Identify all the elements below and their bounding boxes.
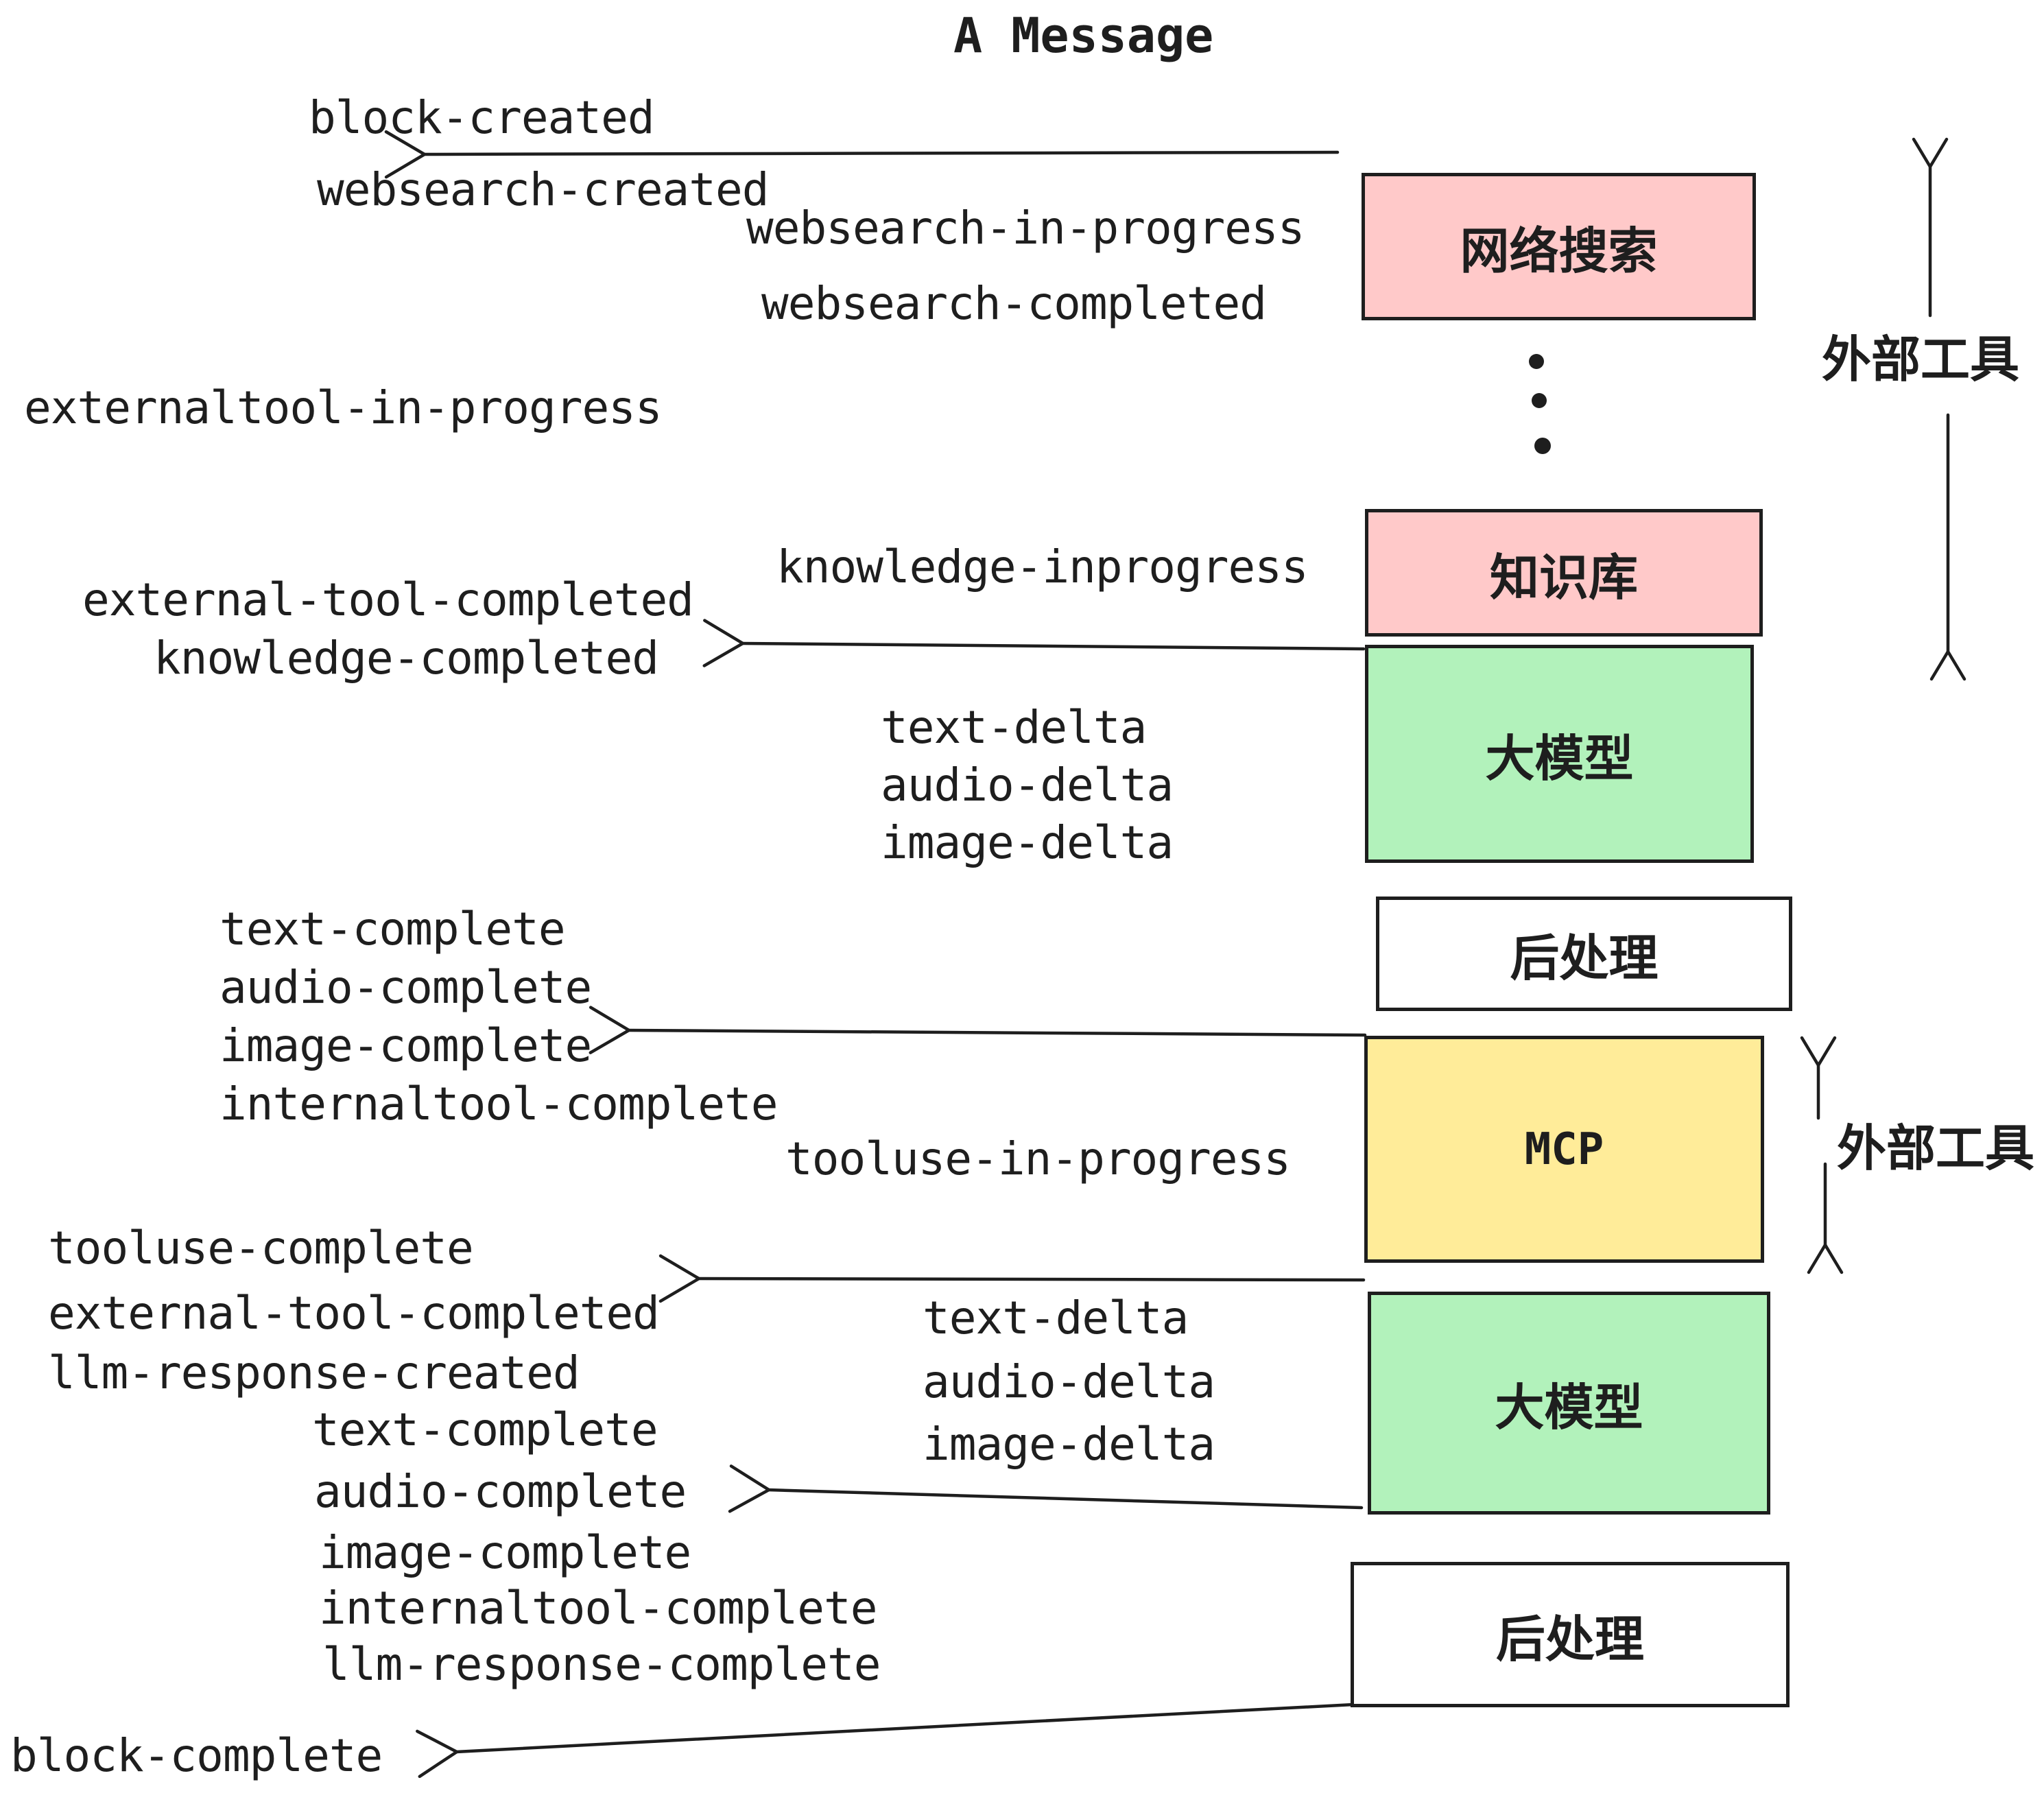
event-audio-complete-1: audio-complete: [219, 961, 592, 1014]
knowledge-base-box-label: 知识库: [1489, 548, 1638, 606]
event-image-delta-1: image-delta: [881, 816, 1174, 869]
llm-box-2-label: 大模型: [1495, 1379, 1643, 1436]
websearch-box: 网络搜索: [1362, 173, 1756, 320]
llm-box-1: 大模型: [1365, 645, 1754, 863]
postprocess-box-2-label: 后处理: [1495, 1610, 1644, 1668]
mcp-box-label: MCP: [1524, 1124, 1604, 1175]
event-websearch-in-progress: websearch-in-progress: [746, 202, 1305, 254]
mcp-box: MCP: [1364, 1036, 1764, 1263]
event-text-complete-1: text-complete: [219, 903, 566, 956]
event-external-tool-completed-2: external-tool-completed: [48, 1287, 660, 1340]
arrow-mcp-to-image-complete: [589, 1006, 1367, 1054]
arrow-llm2-to-audio-complete: [728, 1464, 1364, 1513]
event-tooluse-complete: tooluse-complete: [48, 1222, 474, 1274]
vertical-ellipsis-dots: [1529, 354, 1551, 454]
event-internaltool-complete-1: internaltool-complete: [219, 1078, 778, 1130]
external-tools-label-2: 外部工具: [1837, 1119, 2035, 1177]
arrow-websearch-to-block-created: [384, 130, 1340, 179]
event-audio-delta-2: audio-delta: [923, 1355, 1215, 1408]
event-audio-delta-1: audio-delta: [881, 759, 1174, 811]
event-llm-response-created: llm-response-created: [48, 1346, 580, 1399]
arrow-llm-to-knowledge-completed: [702, 619, 1366, 667]
diagram-title: A Message: [953, 8, 1214, 64]
websearch-box-label: 网络搜索: [1460, 222, 1658, 280]
event-audio-complete-2: audio-complete: [314, 1465, 687, 1518]
postprocess-box-1: 后处理: [1376, 897, 1792, 1011]
arrow-post2-to-block-complete: [416, 1702, 1368, 1779]
postprocess-box-1-label: 后处理: [1510, 929, 1659, 987]
event-llm-response-complete: llm-response-complete: [322, 1638, 881, 1691]
event-externaltool-in-progress: externaltool-in-progress: [24, 381, 663, 434]
event-text-delta-1: text-delta: [881, 701, 1147, 754]
event-external-tool-completed-1: external-tool-completed: [82, 573, 694, 626]
event-text-delta-2: text-delta: [923, 1292, 1189, 1344]
event-image-delta-2: image-delta: [923, 1418, 1215, 1471]
event-internaltool-complete-2: internaltool-complete: [319, 1582, 877, 1635]
event-websearch-created: websearch-created: [317, 163, 770, 216]
event-image-complete-2: image-complete: [319, 1526, 691, 1579]
external-tools-label-1: 外部工具: [1822, 331, 2020, 388]
llm-box-1-label: 大模型: [1485, 729, 1634, 787]
event-knowledge-completed: knowledge-completed: [154, 632, 659, 685]
llm-box-2: 大模型: [1368, 1292, 1770, 1515]
arrow-llm2-to-tooluse-complete: [658, 1254, 1366, 1303]
knowledge-base-box: 知识库: [1365, 509, 1763, 637]
event-knowledge-inprogress: knowledge-inprogress: [776, 541, 1309, 593]
event-block-complete: block-complete: [10, 1729, 383, 1782]
event-websearch-completed: websearch-completed: [761, 277, 1267, 330]
event-image-complete-1: image-complete: [219, 1019, 592, 1072]
event-tooluse-in-progress: tooluse-in-progress: [785, 1132, 1291, 1185]
event-block-created: block-created: [309, 91, 655, 144]
postprocess-box-2: 后处理: [1351, 1562, 1790, 1707]
event-text-complete-2: text-complete: [312, 1403, 658, 1456]
